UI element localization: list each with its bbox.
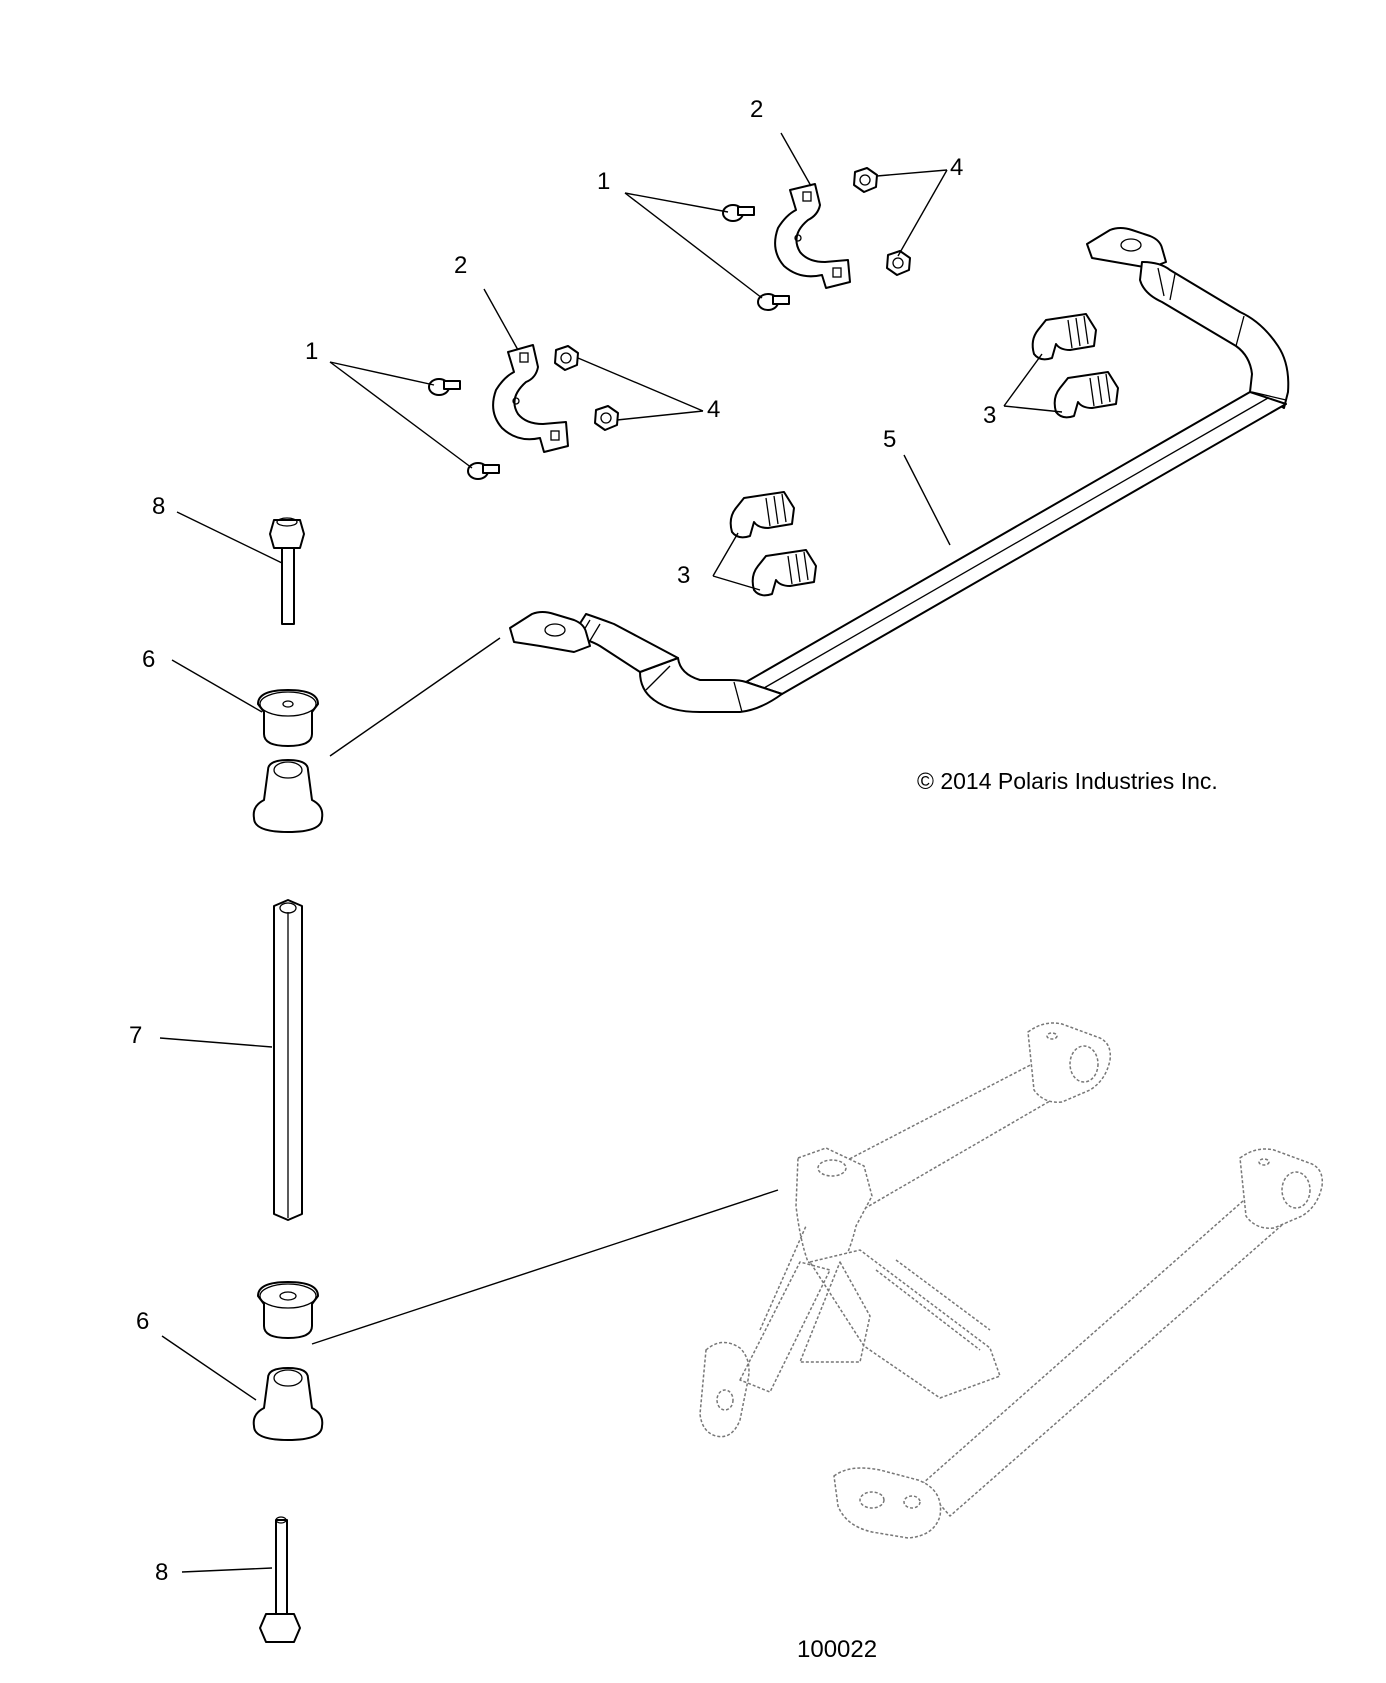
leader-lines (159, 132, 1063, 1573)
link-rod (273, 899, 303, 1221)
callout-4-middle: 4 (707, 396, 721, 423)
bushing-right-b (1053, 371, 1119, 419)
grommet-top-b (252, 759, 324, 833)
callout-7: 7 (129, 1022, 143, 1049)
callout-3-right: 3 (983, 402, 997, 429)
callout-6-top: 6 (142, 646, 156, 673)
callout-3-left: 3 (677, 562, 691, 589)
bolt-middle-a (428, 378, 461, 396)
copyright-notice: © 2014 Polaris Industries Inc. (917, 768, 1218, 794)
stabilizer-bar (509, 227, 1290, 713)
nut-upper-a (853, 167, 878, 193)
callout-2-middle: 2 (454, 252, 468, 279)
callout-2-upper: 2 (750, 96, 764, 123)
callout-4-upper: 4 (950, 154, 964, 181)
bolt-middle-b (467, 462, 500, 480)
bolt-bottom (259, 1516, 301, 1643)
clamp-upper (774, 183, 851, 289)
figure-number: 100022 (797, 1636, 878, 1663)
nut-middle-a (554, 345, 579, 371)
bushing-left-a (729, 491, 795, 539)
callout-1-upper: 1 (597, 168, 611, 195)
bushing-right-a (1031, 313, 1097, 361)
bolt-upper-a (722, 204, 755, 222)
callout-6-bottom: 6 (136, 1308, 150, 1335)
callout-8-bottom: 8 (155, 1559, 169, 1586)
bolt-top (269, 517, 305, 625)
grommet-bottom-a (257, 1281, 319, 1339)
clamp-middle (492, 344, 569, 453)
frame-assembly-reference (699, 1022, 1324, 1539)
callout-8-top: 8 (152, 493, 166, 520)
bolt-upper-b (757, 293, 790, 311)
nut-upper-b (886, 250, 911, 276)
callout-5: 5 (883, 426, 897, 453)
nut-middle-b (594, 405, 619, 431)
grommet-bottom-b (252, 1367, 324, 1441)
grommet-top-a (257, 689, 319, 747)
bushing-left-b (751, 549, 817, 597)
callout-1-middle: 1 (305, 338, 319, 365)
